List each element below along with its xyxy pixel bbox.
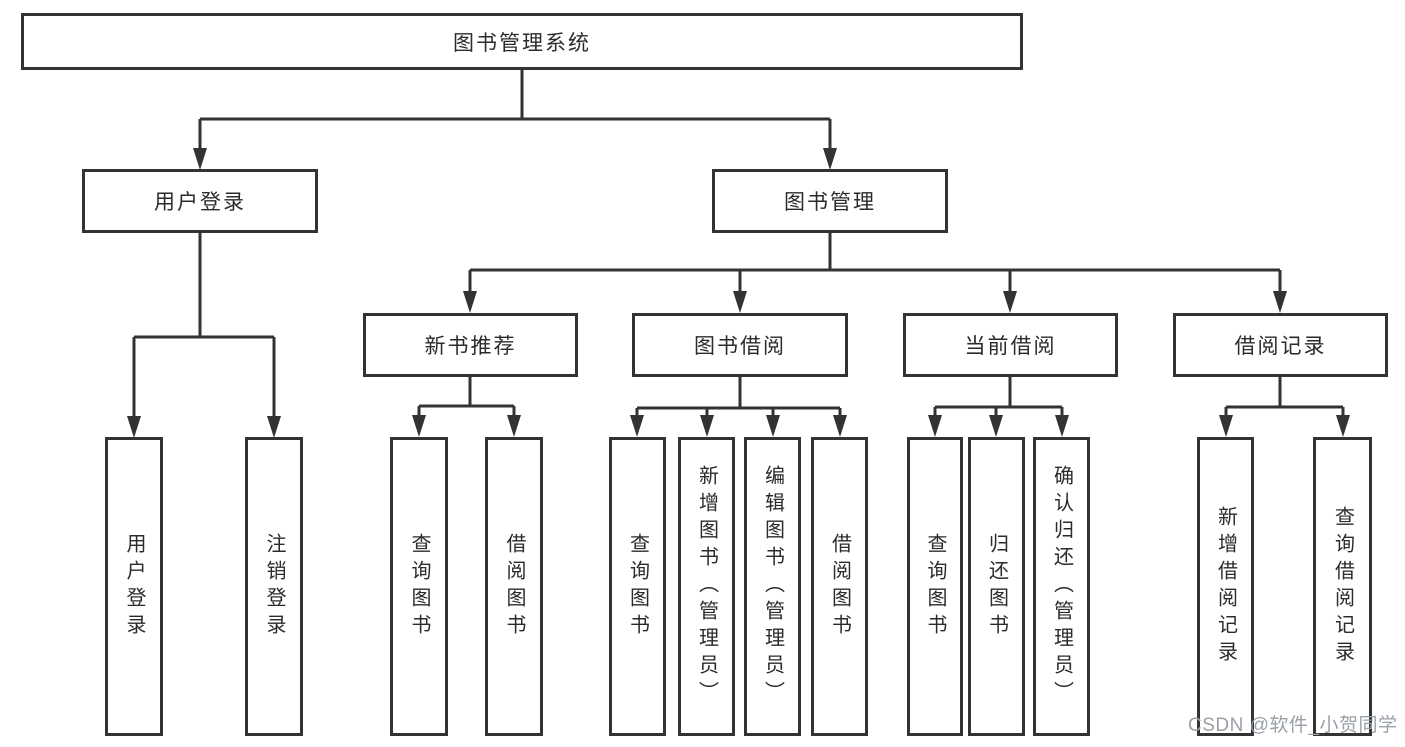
edge-root-to-level2: [193, 69, 837, 170]
leaf-query-books-borrow: 查询图书: [609, 437, 666, 736]
node-book-management: 图书管理: [712, 169, 948, 233]
leaf-edit-books-admin-label: 编辑图书（管理员）: [761, 465, 784, 708]
leaf-add-borrow-record-label: 新增借阅记录: [1214, 505, 1237, 668]
node-borrow-records-label: 借阅记录: [1234, 335, 1327, 358]
edge-book-borrow-to-leaves: [630, 377, 847, 437]
node-new-book-recommend: 新书推荐: [363, 313, 578, 377]
edge-user-login-to-leaves: [127, 233, 281, 438]
edge-new-book-to-leaves: [412, 377, 521, 437]
leaf-borrow-books-borrow-label: 借阅图书: [828, 532, 851, 641]
leaf-confirm-return-admin: 确认归还（管理员）: [1033, 437, 1090, 736]
leaf-query-books-newbook: 查询图书: [390, 437, 448, 736]
csdn-watermark: CSDN @软件_小贺同学: [1188, 715, 1398, 736]
leaf-edit-books-admin: 编辑图书（管理员）: [744, 437, 801, 736]
node-book-management-label: 图书管理: [784, 191, 876, 214]
node-user-login-label: 用户登录: [154, 191, 246, 214]
node-root-system: 图书管理系统: [21, 13, 1023, 70]
node-book-borrow: 图书借阅: [632, 313, 848, 377]
edge-current-borrow-to-leaves: [928, 377, 1069, 437]
leaf-borrow-books-newbook-label: 借阅图书: [503, 532, 525, 641]
edge-borrow-records-to-leaves: [1219, 377, 1350, 437]
leaf-logout-login-label: 注销登录: [263, 532, 285, 641]
leaf-return-books: 归还图书: [968, 437, 1025, 736]
leaf-add-books-admin: 新增图书（管理员）: [678, 437, 735, 736]
node-root-label: 图书管理系统: [453, 31, 591, 55]
leaf-user-login: 用户登录: [105, 437, 163, 736]
leaf-query-books-newbook-label: 查询图书: [408, 532, 430, 641]
leaf-query-borrow-record: 查询借阅记录: [1313, 437, 1372, 736]
leaf-user-login-label: 用户登录: [123, 532, 145, 641]
leaf-logout-login: 注销登录: [245, 437, 303, 736]
leaf-borrow-books-borrow: 借阅图书: [811, 437, 868, 736]
node-current-borrow-label: 当前借阅: [964, 335, 1057, 358]
leaf-query-borrow-record-label: 查询借阅记录: [1331, 505, 1354, 668]
leaf-query-books-current: 查询图书: [907, 437, 963, 736]
leaf-add-books-admin-label: 新增图书（管理员）: [695, 465, 718, 708]
node-current-borrow: 当前借阅: [903, 313, 1118, 377]
node-user-login: 用户登录: [82, 169, 318, 233]
node-book-borrow-label: 图书借阅: [694, 335, 786, 358]
leaf-add-borrow-record: 新增借阅记录: [1197, 437, 1254, 736]
leaf-confirm-return-admin-label: 确认归还（管理员）: [1050, 465, 1073, 708]
edge-book-management-to-level3: [463, 233, 1287, 313]
leaf-return-books-label: 归还图书: [985, 532, 1008, 641]
node-borrow-records: 借阅记录: [1173, 313, 1388, 377]
node-new-book-recommend-label: 新书推荐: [424, 335, 517, 358]
leaf-query-books-borrow-label: 查询图书: [626, 532, 649, 641]
leaf-borrow-books-newbook: 借阅图书: [485, 437, 543, 736]
leaf-query-books-current-label: 查询图书: [924, 532, 946, 641]
